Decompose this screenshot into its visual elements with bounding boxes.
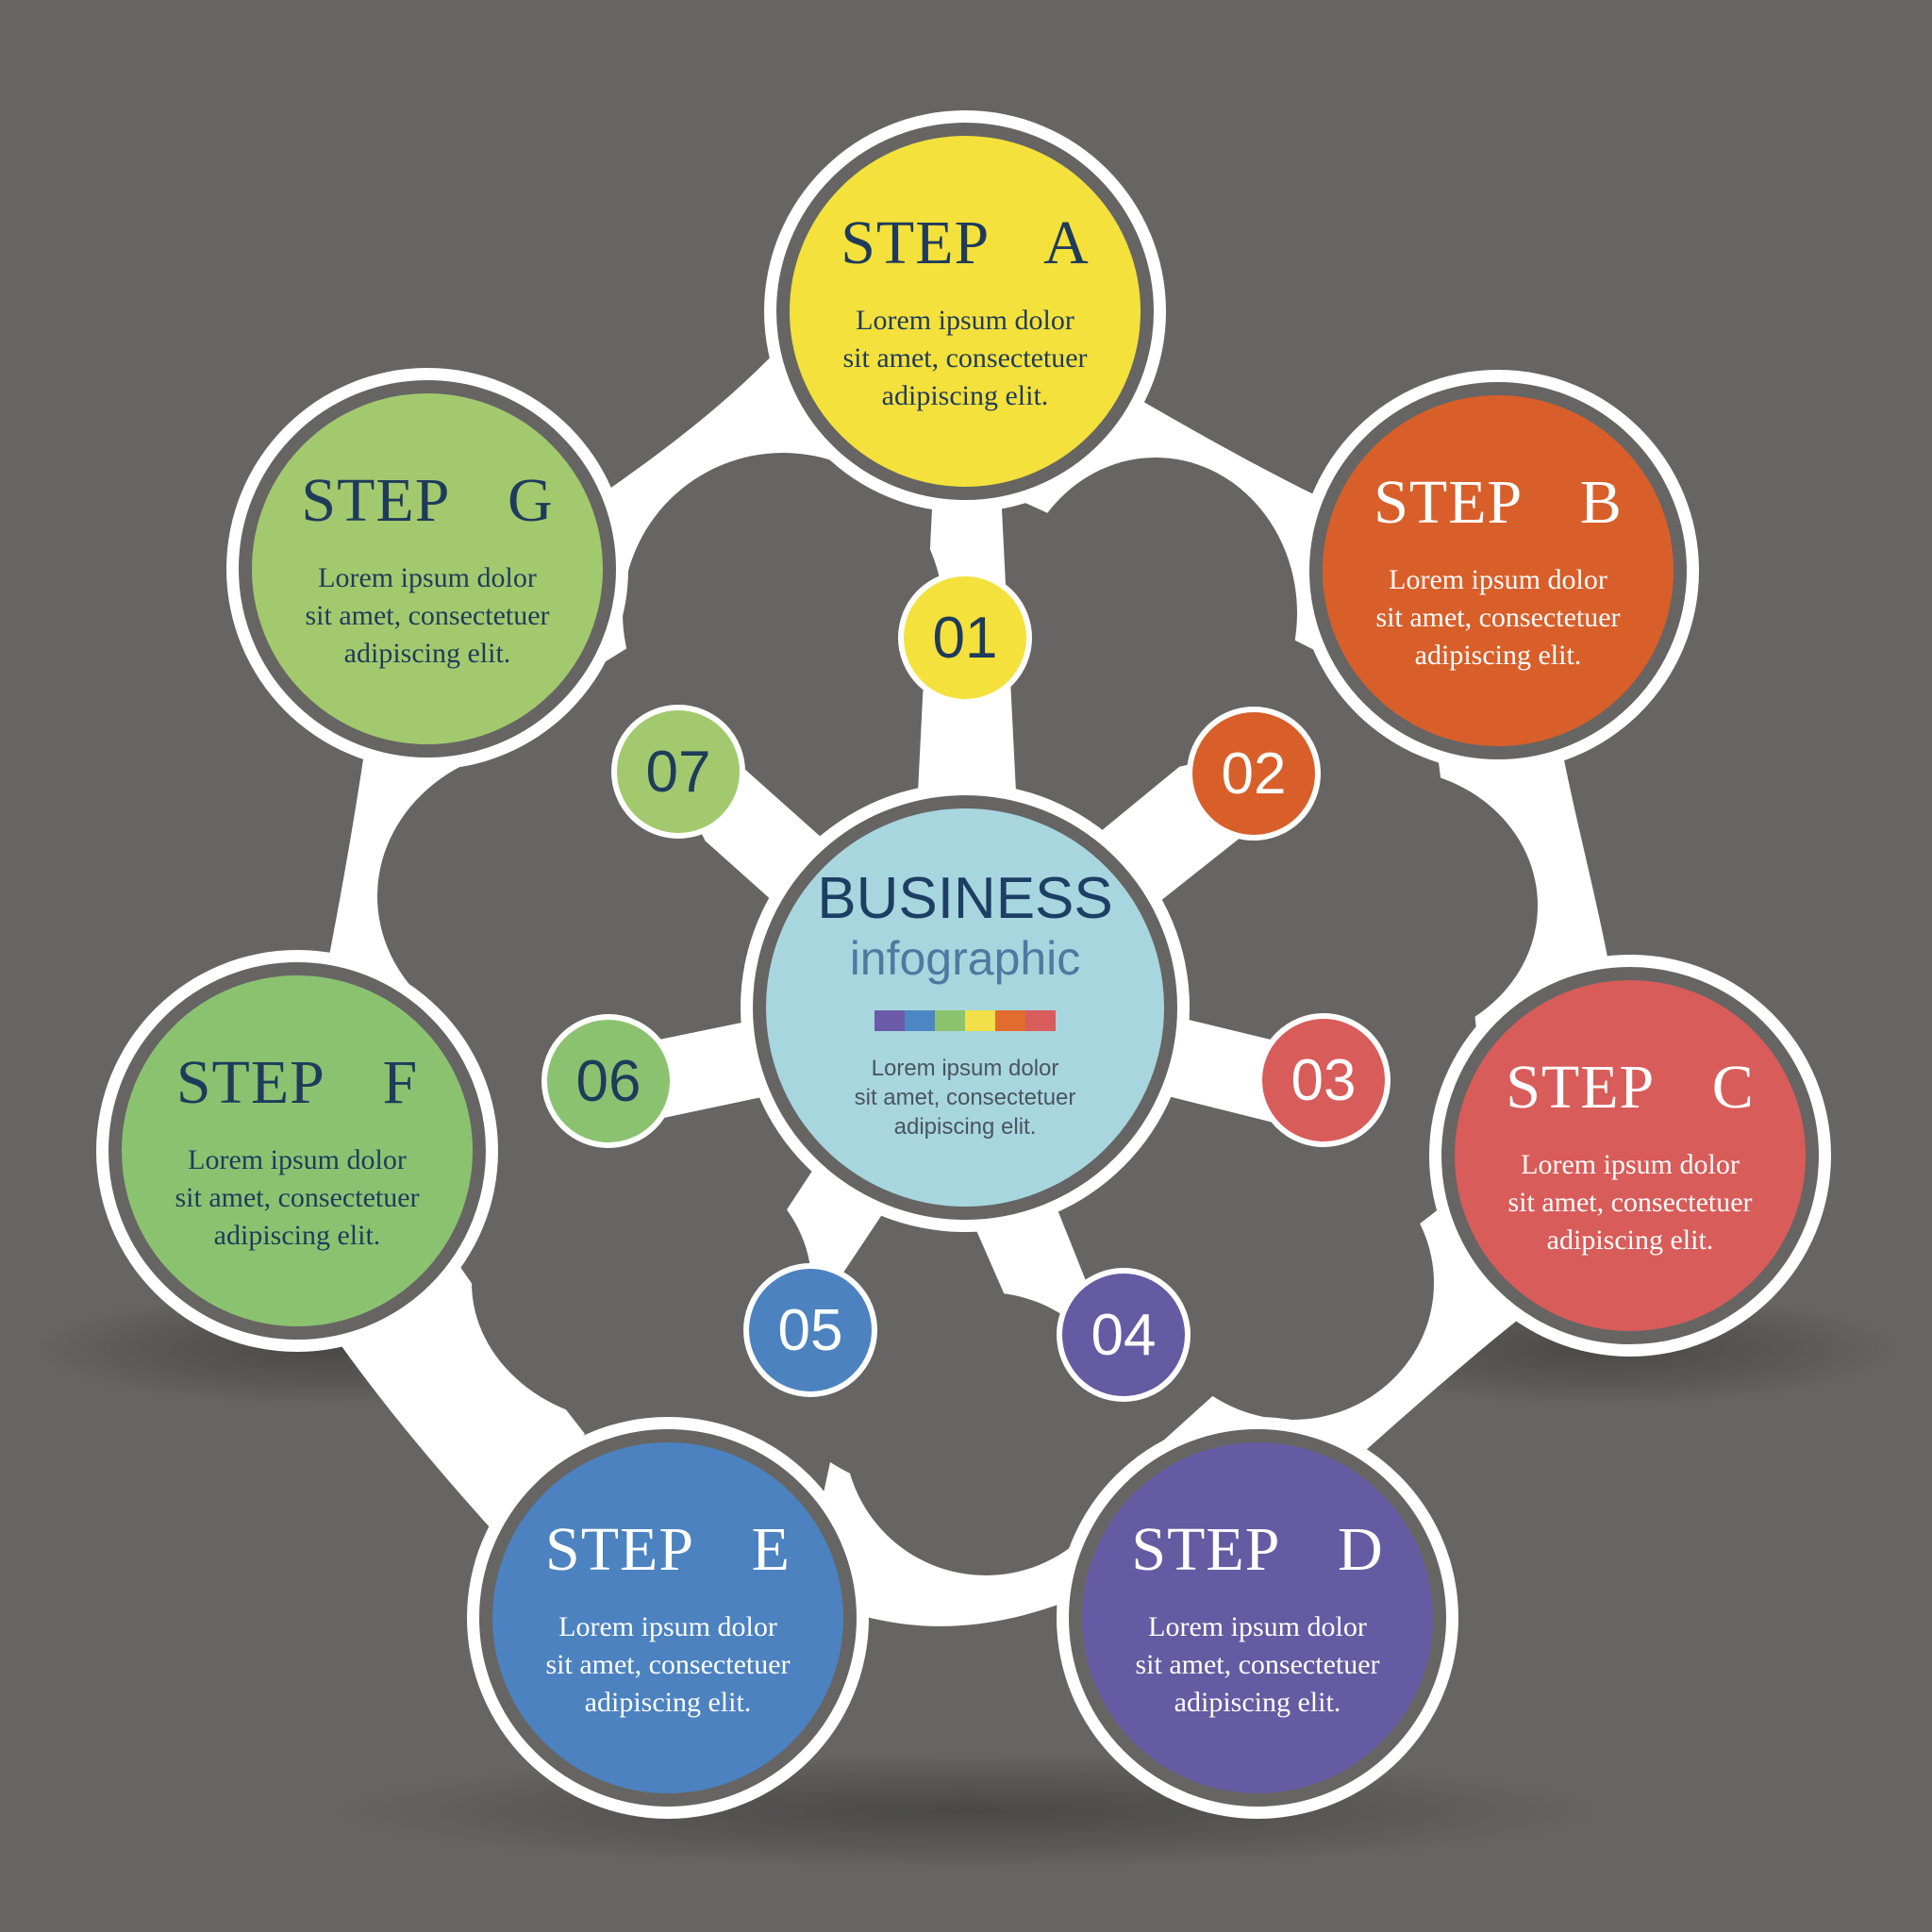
step-d-circle: STEP D Lorem ipsum dolor sit amet, conse… xyxy=(1069,1429,1446,1807)
step-f-title: STEP F xyxy=(175,1048,419,1117)
step-e-circle: STEP E Lorem ipsum dolor sit amet, conse… xyxy=(479,1429,857,1807)
hole-ab xyxy=(1014,458,1297,769)
step-c-description-line: adipiscing elit. xyxy=(1546,1224,1714,1256)
step-d-description: Lorem ipsum dolor sit amet, consectetuer… xyxy=(1135,1608,1379,1722)
step-b-description-line: sit amet, consectetuer xyxy=(1375,602,1621,633)
hub-description-line: sit amet, consectetuer xyxy=(854,1085,1076,1110)
step-g-description: Lorem ipsum dolor sit amet, consectetuer… xyxy=(305,559,549,673)
step-c-description-line: sit amet, consectetuer xyxy=(1507,1187,1753,1218)
step-d-description-line: adipiscing elit. xyxy=(1174,1687,1341,1718)
step-b-description-line: adipiscing elit. xyxy=(1414,640,1582,671)
step-e-description-line: adipiscing elit. xyxy=(584,1687,752,1718)
step-b-circle: STEP B Lorem ipsum dolor sit amet, conse… xyxy=(1309,382,1687,759)
step-g-number-badge: 07 xyxy=(611,705,745,839)
hole-ga xyxy=(623,453,943,774)
step-f-circle: STEP F Lorem ipsum dolor sit amet, conse… xyxy=(108,962,486,1340)
step-a-circle: STEP A Lorem ipsum dolor sit amet, conse… xyxy=(776,123,1154,500)
step-a-description: Lorem ipsum dolor sit amet, consectetuer… xyxy=(842,302,1087,415)
hole-ef xyxy=(472,1141,811,1424)
step-b-title: STEP B xyxy=(1374,468,1623,537)
step-c-description-line: Lorem ipsum dolor xyxy=(1521,1149,1740,1180)
step-f-description: Lorem ipsum dolor sit amet, consectetuer… xyxy=(175,1141,419,1255)
step-d-description-line: Lorem ipsum dolor xyxy=(1148,1611,1367,1642)
step-f-description-line: adipiscing elit. xyxy=(213,1220,381,1251)
color-bar xyxy=(874,1010,1056,1031)
step-e-number-badge: 05 xyxy=(743,1263,877,1397)
step-f-description-line: sit amet, consectetuer xyxy=(175,1182,420,1213)
shadow-bottom xyxy=(340,1755,1594,1868)
color-bar-swatch xyxy=(995,1010,1025,1031)
step-a-number-badge: 01 xyxy=(898,571,1032,705)
color-bar-swatch xyxy=(1025,1010,1056,1031)
step-e-description-line: Lorem ipsum dolor xyxy=(558,1611,777,1642)
color-bar-swatch xyxy=(965,1010,995,1031)
step-c-title: STEP C xyxy=(1506,1053,1755,1122)
step-e-description-line: sit amet, consectetuer xyxy=(545,1649,791,1680)
step-g-circle: STEP G Lorem ipsum dolor sit amet, conse… xyxy=(239,380,616,758)
step-g-description-line: sit amet, consectetuer xyxy=(305,600,550,631)
color-bar-swatch xyxy=(905,1010,935,1031)
step-c-number-badge: 03 xyxy=(1257,1013,1391,1147)
hub-description-line: Lorem ipsum dolor xyxy=(871,1056,1059,1081)
step-d-title: STEP D xyxy=(1131,1515,1384,1584)
hub-description-line: adipiscing elit. xyxy=(893,1114,1037,1140)
step-e-description: Lorem ipsum dolor sit amet, consectetuer… xyxy=(545,1608,790,1722)
step-b-number-badge: 02 xyxy=(1187,707,1321,841)
step-a-description-line: sit amet, consectetuer xyxy=(842,342,1088,374)
step-c-circle: STEP C Lorem ipsum dolor sit amet, conse… xyxy=(1441,967,1819,1344)
center-hub: BUSINESS infographic Lorem ipsum dolor s… xyxy=(753,795,1177,1220)
step-d-description-line: sit amet, consectetuer xyxy=(1135,1649,1380,1680)
color-bar-swatch xyxy=(935,1010,965,1031)
step-g-description-line: adipiscing elit. xyxy=(343,638,511,669)
hub-subtitle: infographic xyxy=(849,932,1081,985)
step-d-number-badge: 04 xyxy=(1057,1268,1191,1402)
hole-de xyxy=(844,1292,1127,1575)
hole-cd xyxy=(1151,1146,1434,1420)
step-f-description-line: Lorem ipsum dolor xyxy=(188,1144,407,1175)
step-b-description-line: Lorem ipsum dolor xyxy=(1389,564,1607,595)
hub-description: Lorem ipsum dolor sit amet, consectetuer… xyxy=(855,1054,1076,1141)
step-b-description: Lorem ipsum dolor sit amet, consectetuer… xyxy=(1375,561,1620,675)
step-e-title: STEP E xyxy=(545,1515,791,1584)
step-a-description-line: adipiscing elit. xyxy=(881,380,1049,411)
step-c-description: Lorem ipsum dolor sit amet, consectetuer… xyxy=(1507,1146,1752,1259)
step-a-description-line: Lorem ipsum dolor xyxy=(856,305,1074,336)
step-a-title: STEP A xyxy=(841,208,1090,277)
hub-title: BUSINESS xyxy=(817,866,1113,931)
step-f-number-badge: 06 xyxy=(541,1014,675,1148)
color-bar-swatch xyxy=(874,1010,905,1031)
hole-bc xyxy=(1236,769,1538,1042)
step-g-description-line: Lorem ipsum dolor xyxy=(318,562,537,593)
step-g-title: STEP G xyxy=(301,466,554,535)
